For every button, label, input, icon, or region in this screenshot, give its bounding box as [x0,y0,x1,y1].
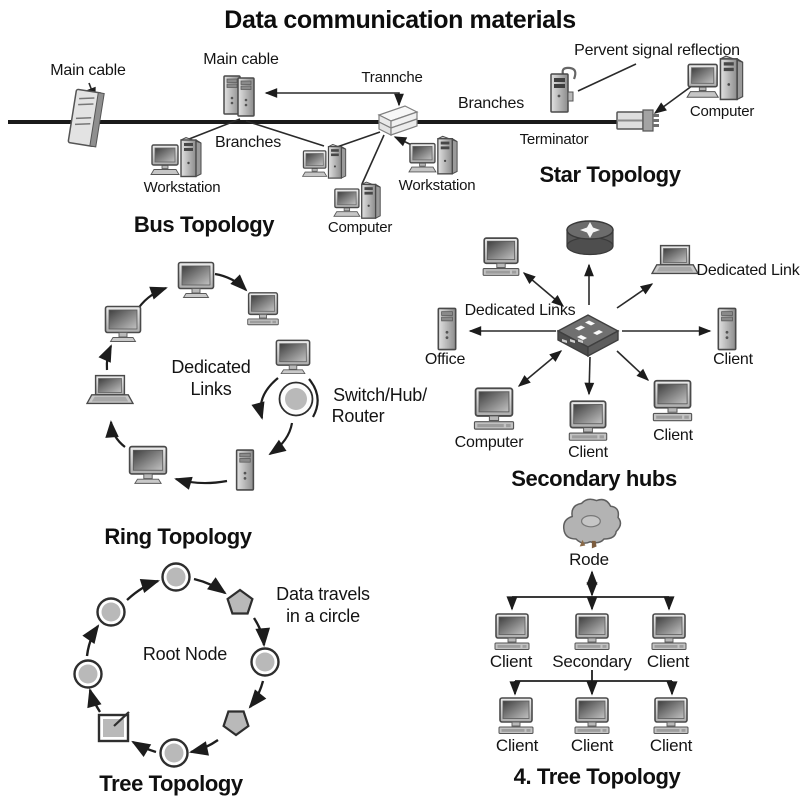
label-main-cable-left: Main cable [50,62,126,79]
page-title: Data communication materials [224,6,576,34]
computer-icon [686,55,746,105]
client-computer-icon [650,696,692,736]
label-root-node: Root Node [142,644,228,664]
workstation-icon [150,136,204,182]
computer-icon [471,386,517,432]
node-pentagon [222,710,250,737]
ring-wires [98,272,319,490]
client-computer-icon [495,696,537,736]
client-monitor-icon [650,377,695,425]
ring-computer-icon [127,444,169,486]
node-circle [161,562,191,592]
node-circle [159,738,189,768]
label-tree-client-3: Client [495,736,539,755]
desktop-computer-icon [480,236,522,278]
root-cloud-icon [555,495,625,553]
label-tree-secondary: Secondary [552,652,632,671]
ring-laptop-icon [86,372,134,410]
circle-nodes [73,562,280,768]
secondary-computer-icon [571,612,613,652]
client-computer-icon [491,612,533,652]
client-computer-icon [648,612,690,652]
ring-computer-icon [244,291,282,327]
hub-box-icon [374,102,420,138]
client-tower-icon [714,306,740,352]
label-dedicated-1: Dedicated [171,357,251,377]
label-trannche: Trannche [361,69,423,86]
label-client-right: Client [713,351,753,368]
bnc-connector-icon [615,105,661,135]
label-computer-right: Computer [689,103,755,120]
node-square [97,711,130,743]
server-tower-icon [234,74,258,120]
label-client-bottom: Client [568,444,608,461]
branch-line [333,131,381,149]
label-tree-client-5: Client [649,736,693,755]
label-workstation-left: Workstation [143,179,221,196]
ring-tower-icon [231,448,259,492]
terminator-tower-icon [545,66,581,118]
label-switch-hub-1: Switch/Hub/ [333,385,427,405]
workstation-icon [408,135,460,179]
label-branches-left: Branches [215,134,281,151]
ring-computer-icon [103,304,143,344]
heading-ring-topology: Ring Topology [104,524,252,549]
router-icon [562,217,618,259]
ring-computer-icon [274,338,312,376]
star-wires [468,263,712,396]
label-dedicated-links: Dedicated Links [464,302,576,319]
trannche-arrow [264,88,404,107]
label-dedicated-link: Dedicated Link [696,262,800,279]
heading-tree-topology-right: 4. Tree Topology [513,764,681,789]
circle-ring-wires [73,562,280,768]
label-tree-client-2: Client [646,652,690,671]
label-dedicated-2: Links [190,379,232,399]
label-data-travels-2: in a circle [286,606,360,626]
label-switch-hub-2: Router [331,406,385,426]
label-office: Office [424,351,466,368]
label-computer-star: Computer [454,434,524,451]
node-circle [250,647,280,677]
label-data-travels-1: Data travels [276,584,370,604]
label-workstation-right: Workstation [398,177,476,194]
label-computer-mid: Computer [327,219,393,236]
node-circle [96,597,126,627]
client-monitor-icon [566,398,610,444]
ring-computer-icon [176,260,216,300]
client-computer-icon [571,696,613,736]
branch-line [245,120,325,147]
label-client-bottom-right: Client [653,427,693,444]
branch-line [183,118,241,142]
node-pentagon [226,588,254,615]
label-branches-right: Branches [458,95,524,112]
office-tower-icon [434,306,460,352]
tree-wires [506,570,678,696]
label-main-cable-top: Main cable [203,51,279,68]
node-circle [73,659,103,689]
bus-wires [8,63,701,185]
label-terminator: Terminator [519,131,589,148]
prevent-pointer [577,63,637,92]
nic-card-icon [64,86,108,152]
laptop-icon [651,242,699,280]
heading-secondary-hubs: Secondary hubs [511,466,677,491]
heading-tree-topology-left: Tree Topology [99,771,243,796]
label-prevent-signal: Pervent signal reflection [574,42,740,59]
branch-line [361,134,385,185]
label-tree-client-1: Client [489,652,533,671]
heading-star-topology: Star Topology [539,162,681,187]
label-rode: Rode [569,550,609,569]
heading-bus-topology: Bus Topology [133,212,275,237]
desktop-computer-icon [301,144,349,182]
label-tree-client-4: Client [570,736,614,755]
computer-icon [333,181,383,223]
